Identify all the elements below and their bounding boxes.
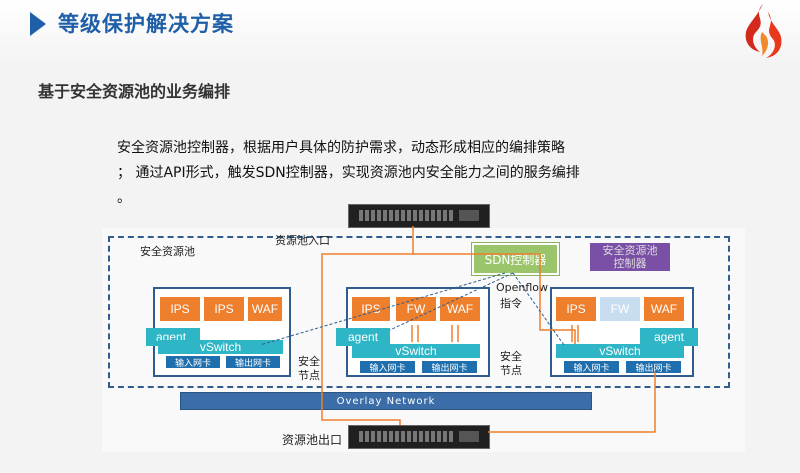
- sdn-controller: SDN控制器: [472, 243, 559, 275]
- security-node-label: 安全节点: [298, 355, 320, 382]
- fw-box-inactive: FW: [600, 297, 640, 321]
- output-nic: 输出网卡: [626, 361, 681, 374]
- agent-box: agent: [336, 328, 390, 346]
- header: [0, 0, 800, 62]
- entry-label: 资源池入口: [275, 234, 330, 247]
- ips-box: IPS: [204, 297, 244, 321]
- agent-box: agent: [640, 328, 698, 346]
- exit-switch: [348, 425, 490, 449]
- security-node-label: 安全节点: [500, 350, 522, 377]
- output-nic: 输出网卡: [226, 356, 280, 369]
- vswitch-bar: vSwitch: [352, 344, 480, 358]
- input-nic: 输入网卡: [564, 361, 619, 374]
- waf-box: WAF: [440, 297, 480, 321]
- description-line: 安全资源池控制器，根据用户具体的防护需求，动态形成相应的编排策略: [117, 140, 565, 156]
- description-line: ； 通过API形式，触发SDN控制器，实现资源池内安全能力之间的服务编排: [117, 165, 580, 181]
- exit-label: 资源池出口: [282, 433, 343, 447]
- fw-box: FW: [396, 297, 436, 321]
- input-nic: 输入网卡: [166, 356, 220, 369]
- vswitch-bar: vSwitch: [158, 340, 283, 354]
- openflow-label: Openflow: [496, 281, 549, 294]
- pool-controller: 安全资源池控制器: [590, 243, 670, 271]
- pool-label: 安全资源池: [140, 245, 195, 258]
- input-nic: 输入网卡: [360, 361, 415, 374]
- description-text: 安全资源池控制器，根据用户具体的防护需求，动态形成相应的编排策略 ； 通过API…: [117, 136, 637, 211]
- entry-switch: [348, 204, 490, 228]
- flame-logo-icon: [745, 4, 782, 58]
- overlay-network-bar: Overlay Network: [180, 392, 592, 410]
- ips-box: IPS: [352, 297, 390, 321]
- instruction-label: 指令: [500, 297, 522, 310]
- description-line: 。: [117, 190, 131, 206]
- waf-box: WAF: [248, 297, 282, 321]
- ips-box: IPS: [556, 297, 596, 321]
- title-arrow-icon: [30, 12, 46, 36]
- ips-box: IPS: [160, 297, 200, 321]
- security-resource-pool: [108, 236, 730, 388]
- section-subtitle: 基于安全资源池的业务编排: [38, 82, 231, 101]
- page-title: 等级保护解决方案: [58, 12, 234, 36]
- waf-box: WAF: [644, 297, 684, 321]
- vswitch-bar: vSwitch: [556, 344, 684, 358]
- output-nic: 输出网卡: [422, 361, 477, 374]
